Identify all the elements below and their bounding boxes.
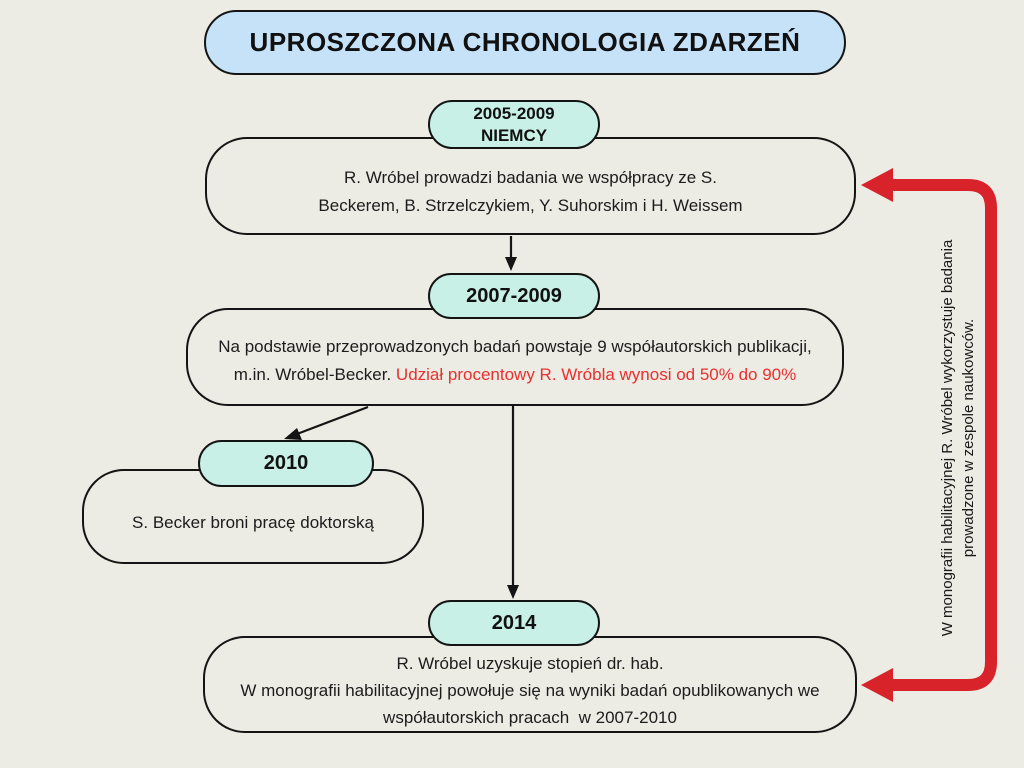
- event-text: Na podstawie przeprowadzonych badań pows…: [218, 336, 812, 356]
- arrow-box1-to-2007-2009: [505, 236, 517, 271]
- badge-label: NIEMCY: [480, 125, 548, 145]
- red-arrowhead-bottom: [861, 668, 893, 702]
- badge-label: 2014: [491, 611, 537, 634]
- date-badge-2014: 2014: [428, 600, 600, 646]
- arrow-box2-to-2014: [507, 406, 519, 599]
- diagram-title: UPROSZCZONA CHRONOLOGIA ZDARZEŃ: [249, 27, 801, 57]
- date-badge-2007-2009: 2007-2009: [428, 273, 600, 319]
- event-text: R. Wróbel prowadzi badania we współpracy…: [344, 167, 717, 187]
- badge-label: 2005-2009: [473, 104, 555, 124]
- event-text: S. Becker broni pracę doktorską: [132, 513, 374, 533]
- event-box-research-collaboration: R. Wróbel prowadzi badania we współpracy…: [205, 137, 856, 235]
- event-text: Beckerem, B. Strzelczykiem, Y. Suhorskim…: [318, 196, 743, 215]
- annotation-text: prowadzone w zespole naukowców.: [960, 318, 977, 558]
- event-box-publications: Na podstawie przeprowadzonych badań pows…: [186, 308, 844, 406]
- event-box-habilitation: R. Wróbel uzyskuje stopień dr. hab. W mo…: [203, 636, 857, 733]
- event-text: R. Wróbel uzyskuje stopień dr. hab.: [396, 653, 664, 673]
- badge-label: 2010: [263, 452, 309, 474]
- diagram-title-pill: UPROSZCZONA CHRONOLOGIA ZDARZEŃ: [204, 10, 846, 75]
- red-arrowhead-top: [861, 168, 893, 202]
- date-badge-2005-2009-niemcy: 2005-2009 NIEMCY: [428, 100, 600, 149]
- event-text-black: m.in. Wróbel-Becker.: [233, 365, 396, 384]
- event-text: współautorskich pracach w 2007-2010: [383, 708, 677, 728]
- event-text: m.in. Wróbel-Becker. Udział procentowy R…: [234, 361, 797, 389]
- arrow-box2-to-2010: [284, 405, 369, 440]
- annotation-text: W monografii habilitacyjnej R. Wróbel wy…: [939, 239, 956, 637]
- event-text: W monografii habilitacyjnej powołuje się…: [240, 680, 820, 700]
- red-arrow-annotation: W monografii habilitacyjnej R. Wróbel wy…: [936, 198, 980, 678]
- date-badge-2010: 2010: [198, 440, 374, 487]
- event-text-highlight-red: Udział procentowy R. Wróbla wynosi od 50…: [395, 365, 797, 384]
- badge-label: 2007-2009: [466, 284, 562, 307]
